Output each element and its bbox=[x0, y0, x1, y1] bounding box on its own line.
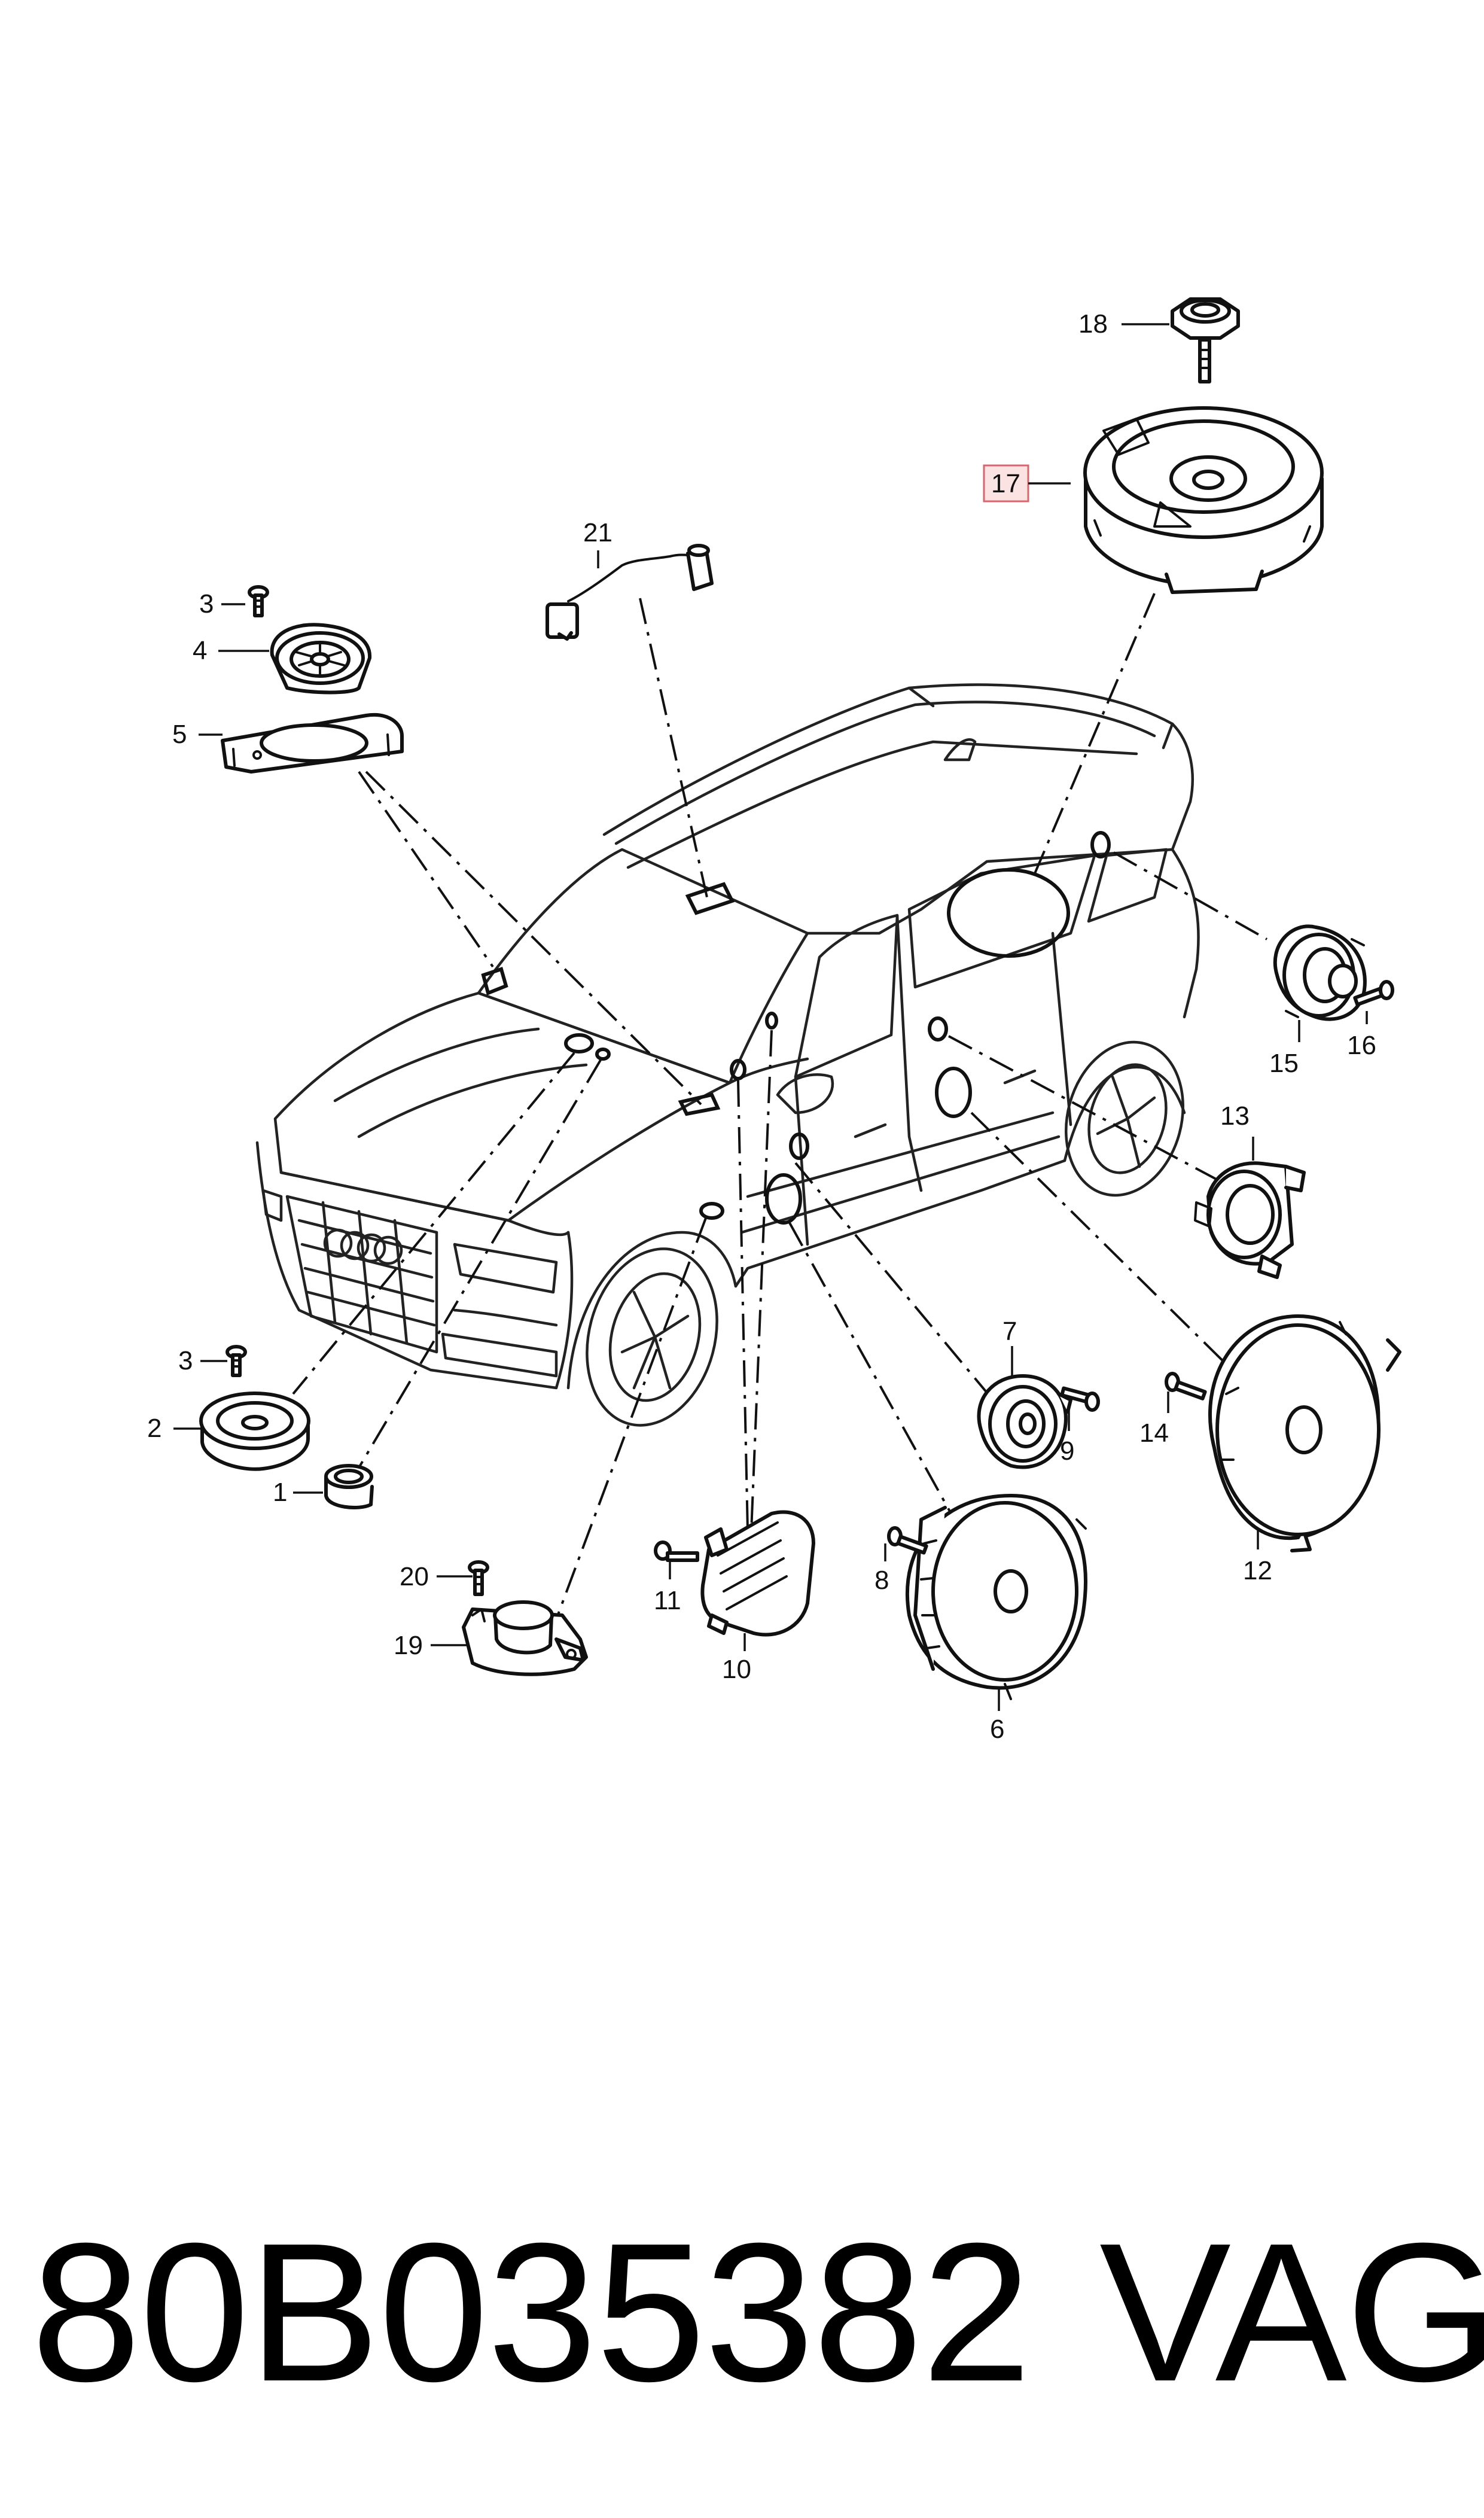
callout-11: 11 bbox=[654, 1586, 681, 1615]
part-19-speaker bbox=[462, 1600, 588, 1676]
callout-9: 9 bbox=[1060, 1436, 1074, 1466]
callout-17-highlight bbox=[983, 464, 1029, 503]
dash-center-mount bbox=[564, 1033, 594, 1054]
front-door-woofer-mount bbox=[765, 1173, 802, 1225]
callout-7: 7 bbox=[1002, 1317, 1017, 1346]
dash-small-mount bbox=[595, 1048, 611, 1061]
part-18-nut bbox=[1171, 297, 1240, 383]
rear-door-woofer-mount bbox=[935, 1067, 972, 1118]
callout-16: 16 bbox=[1347, 1031, 1376, 1060]
brand-label: VAG bbox=[1099, 2202, 1484, 2422]
front-door-tweeter-mount bbox=[789, 1132, 809, 1160]
windshield-mount bbox=[678, 1092, 721, 1116]
part-11-screw bbox=[654, 1540, 699, 1562]
callout-15: 15 bbox=[1269, 1049, 1299, 1078]
callout-18: 18 bbox=[1078, 309, 1108, 339]
part-21-cable bbox=[546, 544, 714, 641]
callout-2: 2 bbox=[147, 1414, 161, 1443]
fender-mount bbox=[699, 1202, 724, 1220]
callout-6: 6 bbox=[990, 1715, 1004, 1744]
a-pillar-mount bbox=[765, 1012, 778, 1030]
part-2-speaker bbox=[199, 1392, 310, 1471]
rear-door-mount-large bbox=[947, 868, 1070, 958]
part-13-tweeter bbox=[1194, 1161, 1306, 1279]
roof-mount bbox=[685, 882, 735, 915]
callout-4: 4 bbox=[193, 636, 207, 665]
callout-14: 14 bbox=[1139, 1418, 1169, 1448]
part-15-speaker bbox=[1273, 924, 1367, 1021]
callout-labels: 21 3 4 5 18 17 15 16 13 7 9 14 bbox=[147, 309, 1376, 1744]
part-1-cap bbox=[324, 1464, 374, 1509]
dash-left-mount bbox=[481, 967, 508, 996]
c-pillar-mount bbox=[1090, 831, 1111, 858]
callout-1: 1 bbox=[273, 1478, 287, 1507]
part-16-screw bbox=[1353, 980, 1394, 1007]
part-7-tweeter bbox=[977, 1374, 1072, 1469]
part-17-subwoofer bbox=[1083, 406, 1324, 594]
mounting-positions bbox=[481, 831, 1111, 1225]
callout-21: 21 bbox=[583, 518, 613, 547]
callout-3-bottom: 3 bbox=[178, 1346, 193, 1375]
part-10-module bbox=[700, 1510, 815, 1637]
callout-8: 8 bbox=[874, 1566, 889, 1595]
callout-10: 10 bbox=[722, 1655, 751, 1684]
rear-door-mount-small bbox=[928, 1016, 948, 1042]
part-20-screw bbox=[468, 1560, 489, 1596]
callout-17: 17 bbox=[991, 469, 1020, 498]
part-3-screw-top bbox=[248, 585, 269, 617]
vehicle-outline bbox=[255, 683, 1200, 1427]
callout-20: 20 bbox=[400, 1562, 429, 1591]
part-3-screw-bottom bbox=[226, 1345, 247, 1377]
part-9-screw bbox=[1060, 1386, 1100, 1412]
callout-19: 19 bbox=[394, 1631, 423, 1660]
part-4-tweeter bbox=[270, 623, 372, 695]
leader-lines bbox=[292, 593, 1267, 1628]
part-number: 80B035382 bbox=[31, 2202, 1031, 2422]
part-6-woofer bbox=[905, 1494, 1087, 1700]
callout-12: 12 bbox=[1243, 1556, 1272, 1585]
part-5-bracket bbox=[221, 713, 404, 774]
callout-13: 13 bbox=[1220, 1101, 1250, 1131]
callout-5: 5 bbox=[172, 720, 187, 749]
callout-3-top: 3 bbox=[199, 589, 214, 619]
part-14-screw bbox=[1165, 1372, 1207, 1400]
part-8-screw bbox=[887, 1526, 928, 1555]
part-12-woofer bbox=[1208, 1314, 1401, 1552]
mirror-triangle-mount bbox=[730, 1059, 746, 1080]
